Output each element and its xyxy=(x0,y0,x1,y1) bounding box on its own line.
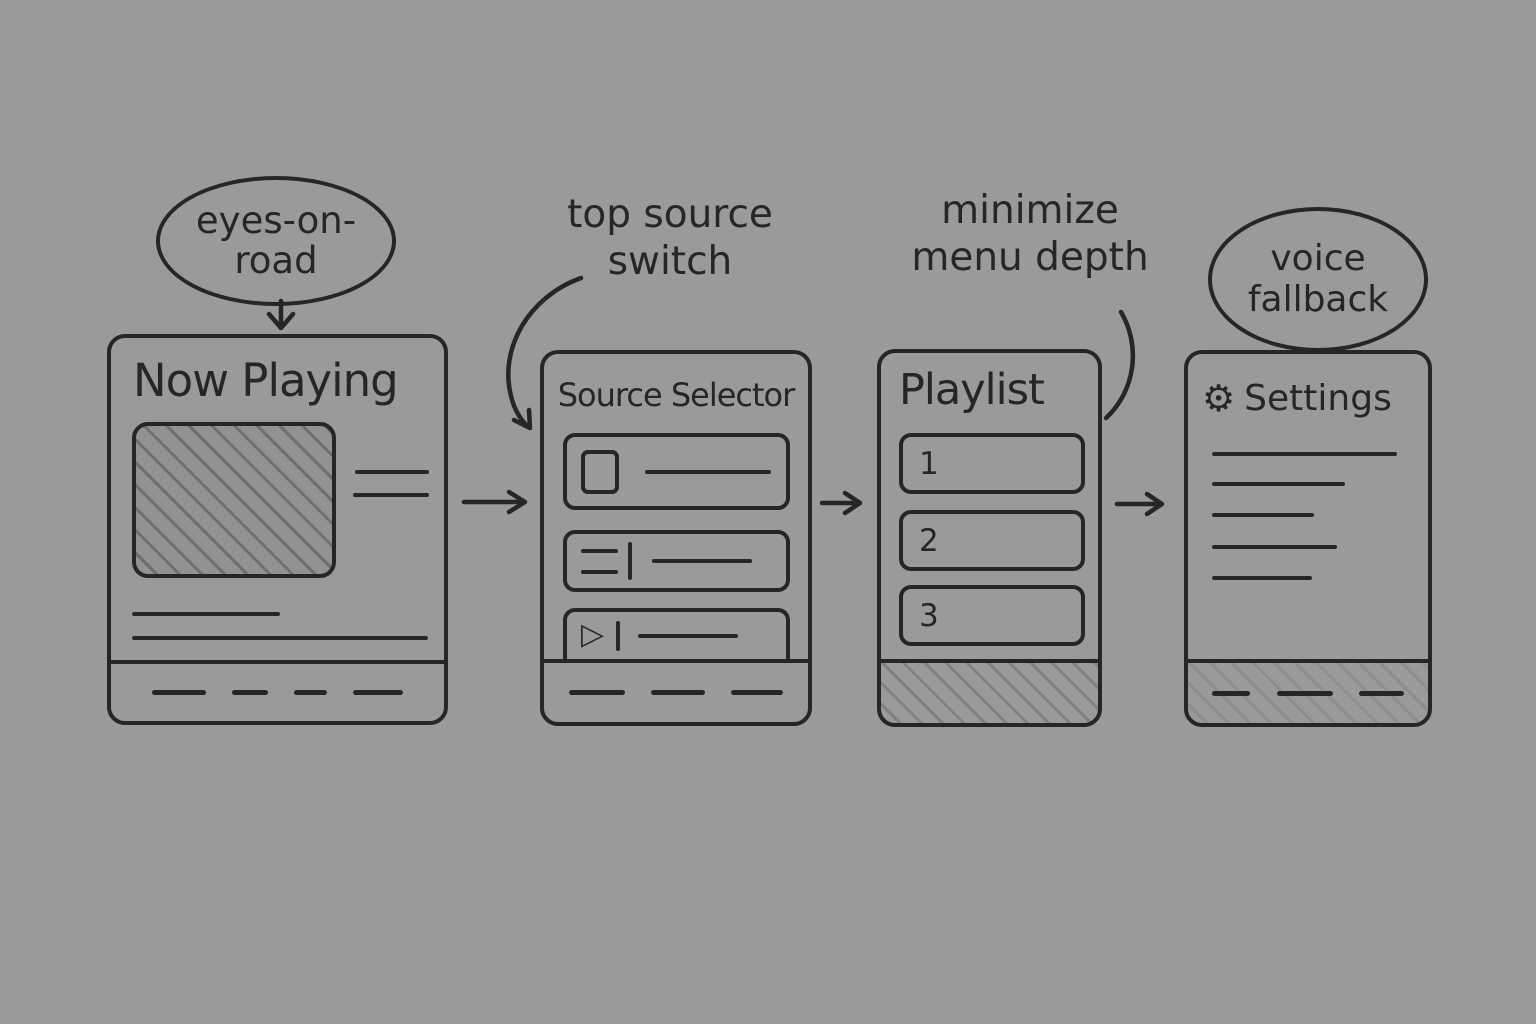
source-option-row xyxy=(563,433,790,510)
arrow-head xyxy=(266,311,296,331)
arrow-head xyxy=(1144,491,1165,517)
transport-control-bar xyxy=(111,660,444,721)
annotation-bubble-eyes-on-road: eyes-on- road xyxy=(156,176,396,306)
annotation-top-source-switch: top source switch xyxy=(538,192,802,286)
annotation-text: eyes-on- xyxy=(195,199,357,243)
annotation-text: menu depth xyxy=(911,234,1149,280)
bottom-bar xyxy=(544,659,808,722)
transport-control-placeholder xyxy=(232,690,268,695)
bottom-bar-placeholder xyxy=(651,690,705,695)
annotation-bubble-voice-fallback: voice fallback xyxy=(1208,207,1428,352)
minimize-depth-connector-curve xyxy=(1103,309,1136,421)
settings-item-line xyxy=(1212,545,1337,549)
bottom-bar-placeholder xyxy=(1212,690,1250,696)
bottom-bar-hatched xyxy=(881,659,1098,723)
track-meta-line xyxy=(353,493,429,497)
bottom-bar-placeholder xyxy=(569,690,625,695)
source-label-line xyxy=(645,469,771,474)
source-label-line xyxy=(652,559,752,563)
transport-control-placeholder xyxy=(152,690,206,695)
track-info-line xyxy=(132,636,428,640)
playlist-item-number: 3 xyxy=(919,597,939,634)
annotation-text: top source xyxy=(567,192,773,237)
playlist-item: 2 xyxy=(899,510,1085,571)
track-meta-line xyxy=(355,470,429,474)
annotation-minimize-menu-depth: minimize menu depth xyxy=(878,188,1182,282)
track-info-line xyxy=(132,612,280,616)
transport-control-placeholder xyxy=(294,690,327,695)
arrow-head xyxy=(842,490,863,516)
gear-icon: ⚙ xyxy=(1202,377,1236,420)
arrow-head xyxy=(511,407,533,431)
list-icon-bar xyxy=(581,548,618,553)
source-label-line xyxy=(638,633,739,638)
settings-title-row: ⚙ Settings xyxy=(1202,378,1392,419)
list-icon xyxy=(581,548,618,574)
now-playing-screen: Now Playing xyxy=(107,334,448,725)
flow-arrow-now-playing-to-source xyxy=(461,489,528,515)
annotation-text: minimize xyxy=(941,188,1119,233)
settings-item-line xyxy=(1212,576,1312,580)
settings-item-line xyxy=(1212,513,1314,517)
icon-divider-bar xyxy=(628,542,632,580)
flow-arrow-playlist-to-settings xyxy=(1114,491,1165,517)
source-selector-screen: Source Selector ▷ xyxy=(540,350,812,726)
icon-divider-bar xyxy=(616,620,621,651)
arrow-head xyxy=(506,489,528,515)
flow-arrow-source-to-playlist xyxy=(819,490,863,516)
transport-control-placeholder xyxy=(353,690,403,695)
playlist-title: Playlist xyxy=(899,365,1045,415)
playlist-item: 3 xyxy=(899,585,1085,646)
list-icon-bar xyxy=(581,569,618,574)
source-option-row xyxy=(563,530,790,592)
bottom-bar-placeholder xyxy=(1276,690,1333,696)
album-art-placeholder xyxy=(132,422,336,578)
bottom-bar-placeholder xyxy=(731,690,783,695)
settings-item-line xyxy=(1212,482,1345,486)
bottom-bar xyxy=(1188,659,1428,723)
source-square-icon xyxy=(581,449,619,494)
bottom-bar-placeholder xyxy=(1359,690,1404,696)
now-playing-title: Now Playing xyxy=(133,354,399,407)
source-option-row: ▷ xyxy=(563,608,790,659)
annotation-text: voice xyxy=(1270,238,1366,280)
source-selector-title: Source Selector xyxy=(557,376,796,414)
playlist-item-number: 1 xyxy=(919,445,939,482)
annotation-text: road xyxy=(234,239,318,282)
settings-item-line xyxy=(1212,452,1397,456)
settings-screen: ⚙ Settings xyxy=(1184,350,1432,727)
playlist-item: 1 xyxy=(899,433,1085,494)
playlist-screen: Playlist 1 2 3 xyxy=(877,349,1102,727)
annotation-text: switch xyxy=(607,238,733,284)
settings-title: Settings xyxy=(1244,378,1392,419)
play-icon: ▷ xyxy=(581,616,605,652)
annotation-text: fallback xyxy=(1247,278,1389,320)
playlist-item-number: 2 xyxy=(919,522,939,559)
